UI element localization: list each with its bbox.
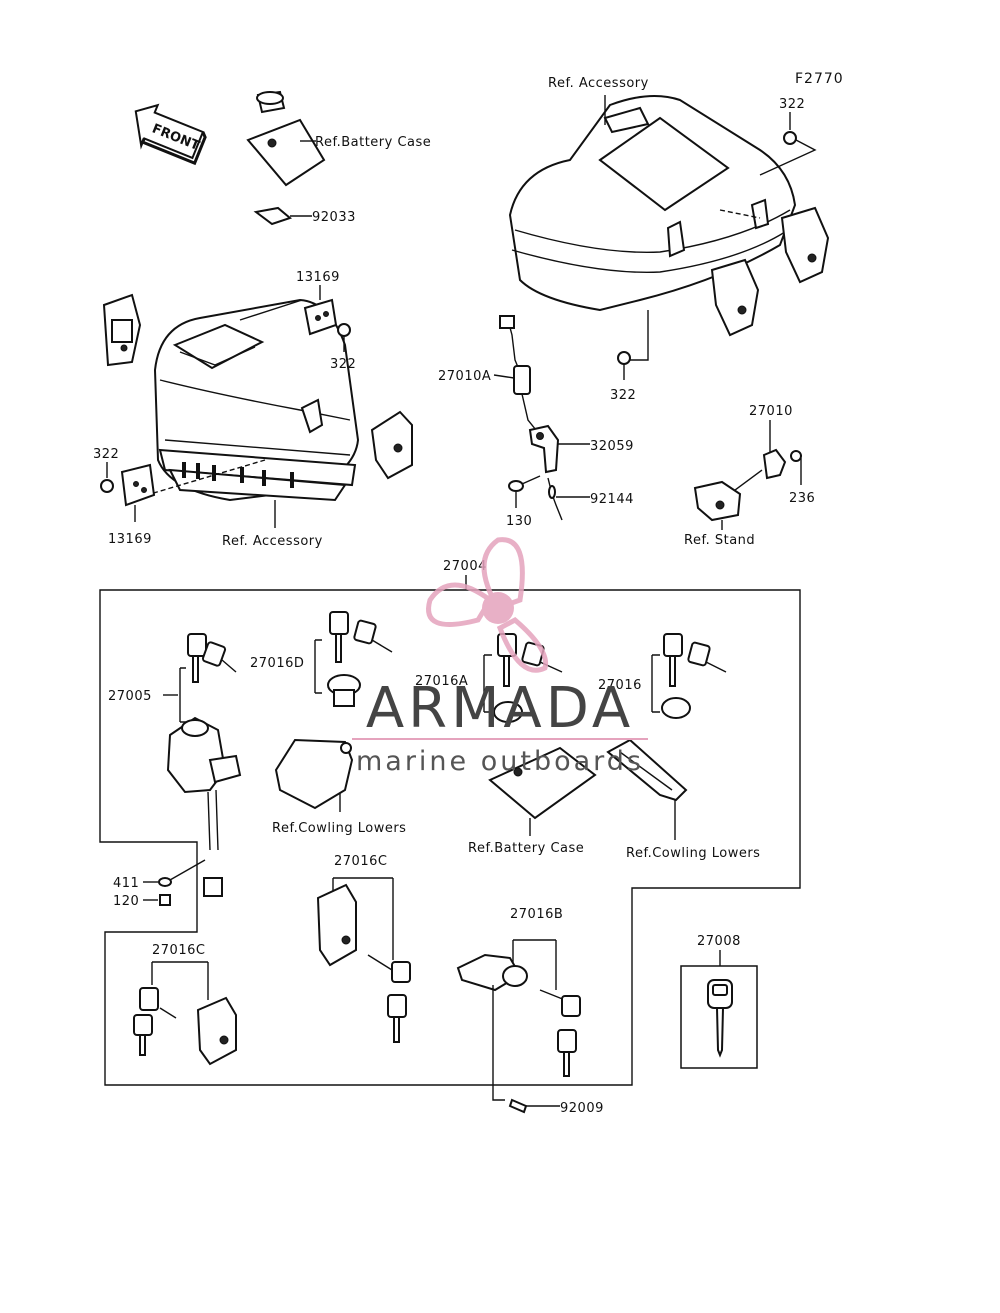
label-322-c: 322 xyxy=(93,447,119,462)
watermark-brand: ARMADA xyxy=(366,676,634,741)
label-27008: 27008 xyxy=(697,934,741,949)
label-ref-battery-case-mid: Ref.Battery Case xyxy=(468,841,584,856)
lock-27016C-a xyxy=(196,996,237,1066)
trunk-right xyxy=(508,95,797,312)
trunk-right-latch-b xyxy=(780,206,830,284)
clip-92033 xyxy=(253,206,293,226)
label-27016A: 27016A xyxy=(415,674,468,689)
plate-13169-a xyxy=(303,298,338,336)
bracket-32059 xyxy=(528,424,560,474)
cowling-cover-right xyxy=(606,738,688,802)
label-ref-battery-case-top: Ref.Battery Case xyxy=(315,135,431,150)
label-ref-stand: Ref. Stand xyxy=(684,533,755,548)
label-130: 130 xyxy=(506,514,532,529)
label-27016C-b: 27016C xyxy=(334,854,387,869)
label-236: 236 xyxy=(789,491,815,506)
label-92009: 92009 xyxy=(560,1101,604,1116)
label-27005: 27005 xyxy=(108,689,152,704)
trunk-left-latch-rear xyxy=(102,293,142,367)
battery-case-cover-mid xyxy=(488,746,597,820)
lock-cylinder-27010A xyxy=(499,315,541,436)
label-92033: 92033 xyxy=(312,210,356,225)
screw-130 xyxy=(508,475,541,492)
battery-case-cap xyxy=(256,90,286,114)
stand-bracket xyxy=(693,469,763,522)
cowling-cover-left xyxy=(274,738,354,810)
battery-case-cover xyxy=(246,118,326,187)
label-27004: 27004 xyxy=(443,559,487,574)
label-ref-accessory-top: Ref. Accessory xyxy=(548,76,649,91)
label-120: 120 xyxy=(113,894,139,909)
key-blank-27008 xyxy=(707,979,733,1058)
washer-411 xyxy=(158,877,172,887)
nut-322-c xyxy=(100,479,114,493)
trunk-right-latch-a xyxy=(710,258,760,337)
trunk-left-latch-front xyxy=(370,410,413,480)
screw-92009 xyxy=(508,1098,528,1114)
keys-27016B xyxy=(539,989,581,1077)
nut-322-a xyxy=(337,323,351,337)
plate-13169-b xyxy=(120,463,156,507)
label-27010: 27010 xyxy=(749,404,793,419)
nut-322-d xyxy=(617,351,631,365)
label-32059: 32059 xyxy=(590,439,634,454)
front-arrow-icon: FRONT xyxy=(134,103,207,166)
label-322-d: 322 xyxy=(610,388,636,403)
label-27010A: 27010A xyxy=(438,369,491,384)
label-27016B: 27016B xyxy=(510,907,563,922)
watermark-logo-icon xyxy=(426,537,549,673)
keys-27016C-b xyxy=(367,954,411,1043)
wire-92144 xyxy=(547,477,563,521)
lock-27016D xyxy=(327,674,361,707)
watermark-rule xyxy=(352,738,648,740)
trunk-left xyxy=(153,298,360,502)
key-27005-b xyxy=(201,641,237,673)
label-92144: 92144 xyxy=(590,492,634,507)
lock-27016A xyxy=(493,701,523,723)
lock-27016B xyxy=(456,953,528,992)
lock-27016C-b xyxy=(316,883,357,967)
keys-27016 xyxy=(663,633,727,687)
lock-27010 xyxy=(762,448,787,480)
label-322-b: 322 xyxy=(779,97,805,112)
watermark-tagline: marine outboards xyxy=(356,746,644,777)
label-13169-b: 13169 xyxy=(108,532,152,547)
label-27016: 27016 xyxy=(598,678,642,693)
lock-27016 xyxy=(661,697,691,719)
label-ref-accessory-left: Ref. Accessory xyxy=(222,534,323,549)
nut-322-b xyxy=(783,131,797,145)
keys-27016D xyxy=(329,611,393,663)
label-322-a: 322 xyxy=(330,357,356,372)
kit-outline-27004 xyxy=(99,589,801,1086)
screw-236 xyxy=(790,450,802,462)
key-27005-a xyxy=(187,633,207,683)
label-13169-a: 13169 xyxy=(296,270,340,285)
label-ref-cowling-lowers-left: Ref.Cowling Lowers xyxy=(272,821,406,836)
keys-27016C-a xyxy=(133,987,177,1056)
screw-120 xyxy=(159,894,171,906)
diagram-code: F2770 xyxy=(795,71,844,87)
label-27016C-a: 27016C xyxy=(152,943,205,958)
ignition-switch-27005 xyxy=(166,716,242,897)
label-411: 411 xyxy=(113,876,139,891)
label-27016D: 27016D xyxy=(250,656,304,671)
label-ref-cowling-lowers-right: Ref.Cowling Lowers xyxy=(626,846,760,861)
